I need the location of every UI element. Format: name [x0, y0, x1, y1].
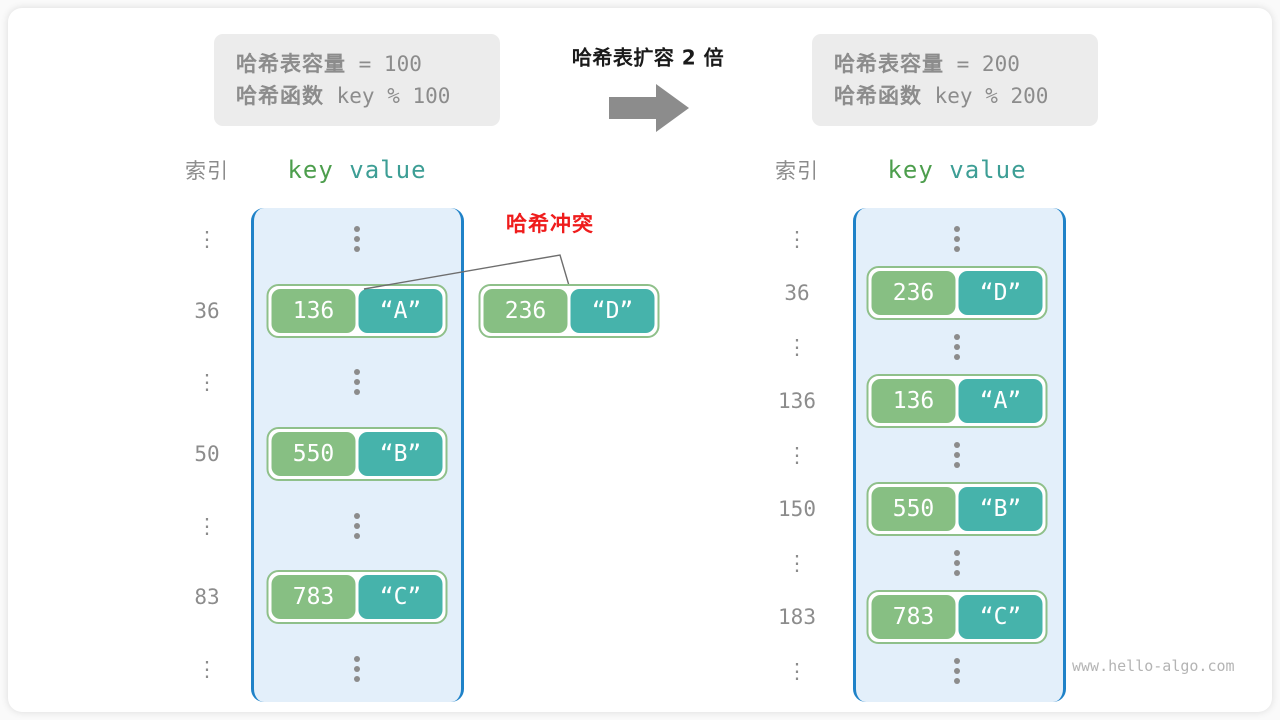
after-capacity-label: 哈希表容量	[834, 52, 944, 76]
before-pair-5-value: “C”	[358, 575, 443, 619]
before-pair-1-key: 136	[271, 289, 356, 333]
after-kv-header: key value	[887, 156, 1026, 184]
before-ellipsis-6	[354, 656, 360, 682]
after-index-header: 索引	[775, 159, 819, 183]
after-index-1: 36	[784, 281, 810, 305]
after-key-header: key	[887, 156, 934, 184]
before-key-header: key	[287, 156, 334, 184]
after-index-3: 136	[778, 389, 816, 413]
before-index-1: 36	[194, 299, 220, 323]
before-pair-3-value: “B”	[358, 432, 443, 476]
after-index-6: ⋮	[786, 551, 808, 575]
after-ellipsis-4	[954, 442, 960, 468]
before-pair-3-key: 550	[271, 432, 356, 476]
before-index-4: ⋮	[196, 514, 218, 538]
collision-label: 哈希冲突	[506, 212, 594, 236]
after-index-7: 183	[778, 605, 816, 629]
before-pair-3[interactable]: 550 “B”	[266, 427, 448, 481]
after-pair-5-key: 550	[871, 487, 956, 531]
after-info-box: 哈希表容量 = 200 哈希函数 key % 200	[812, 34, 1098, 126]
after-index-8: ⋮	[786, 659, 808, 683]
after-pair-1-value: “D”	[958, 271, 1043, 315]
before-index-5: 83	[194, 585, 220, 609]
before-hashfn-expr: key % 100	[324, 84, 451, 108]
after-pair-5[interactable]: 550 “B”	[866, 482, 1048, 536]
after-pair-3-value: “A”	[958, 379, 1043, 423]
before-overflow-pair-key: 236	[483, 289, 568, 333]
after-capacity-expr: = 200	[944, 52, 1020, 76]
before-index-6: ⋮	[196, 657, 218, 681]
after-pair-1-key: 236	[871, 271, 956, 315]
before-hashfn-line: 哈希函数 key % 100	[236, 80, 478, 112]
after-ellipsis-0	[954, 226, 960, 252]
after-hashfn-expr: key % 200	[922, 84, 1049, 108]
after-pair-1[interactable]: 236 “D”	[866, 266, 1048, 320]
before-overflow-pair[interactable]: 236 “D”	[478, 284, 660, 338]
after-index-2: ⋮	[786, 335, 808, 359]
before-pair-5-key: 783	[271, 575, 356, 619]
after-hashfn-label: 哈希函数	[834, 84, 922, 108]
after-pair-5-value: “B”	[958, 487, 1043, 531]
before-index-2: ⋮	[196, 370, 218, 394]
after-value-header: value	[949, 156, 1027, 184]
after-pair-3[interactable]: 136 “A”	[866, 374, 1048, 428]
migrate-title: 哈希表扩容 2 倍	[571, 45, 725, 70]
before-pair-1[interactable]: 136 “A”	[266, 284, 448, 338]
after-index-0: ⋮	[786, 227, 808, 251]
after-capacity-line: 哈希表容量 = 200	[834, 48, 1076, 80]
after-pair-7-value: “C”	[958, 595, 1043, 639]
before-capacity-label: 哈希表容量	[236, 52, 346, 76]
before-overflow-pair-value: “D”	[570, 289, 655, 333]
after-ellipsis-6	[954, 550, 960, 576]
before-hashfn-label: 哈希函数	[236, 84, 324, 108]
after-ellipsis-2	[954, 334, 960, 360]
after-hashfn-line: 哈希函数 key % 200	[834, 80, 1076, 112]
before-index-0: ⋮	[196, 227, 218, 251]
after-pair-3-key: 136	[871, 379, 956, 423]
before-ellipsis-0	[354, 226, 360, 252]
before-ellipsis-4	[354, 513, 360, 539]
after-pair-7-key: 783	[871, 595, 956, 639]
after-index-5: 150	[778, 497, 816, 521]
after-ellipsis-8	[954, 658, 960, 684]
before-kv-header: key value	[287, 156, 426, 184]
before-pair-5[interactable]: 783 “C”	[266, 570, 448, 624]
before-ellipsis-2	[354, 369, 360, 395]
watermark: www.hello-algo.com	[1072, 657, 1235, 675]
before-value-header: value	[349, 156, 427, 184]
before-capacity-line: 哈希表容量 = 100	[236, 48, 478, 80]
after-pair-7[interactable]: 783 “C”	[866, 590, 1048, 644]
before-capacity-expr: = 100	[346, 52, 422, 76]
right-arrow-icon	[609, 84, 689, 132]
before-pair-1-value: “A”	[358, 289, 443, 333]
figure-card: 哈希表容量 = 100 哈希函数 key % 100 哈希表扩容 2 倍 哈希表…	[8, 8, 1272, 712]
after-index-4: ⋮	[786, 443, 808, 467]
before-info-box: 哈希表容量 = 100 哈希函数 key % 100	[214, 34, 500, 126]
before-index-3: 50	[194, 442, 220, 466]
before-index-header: 索引	[185, 159, 229, 183]
